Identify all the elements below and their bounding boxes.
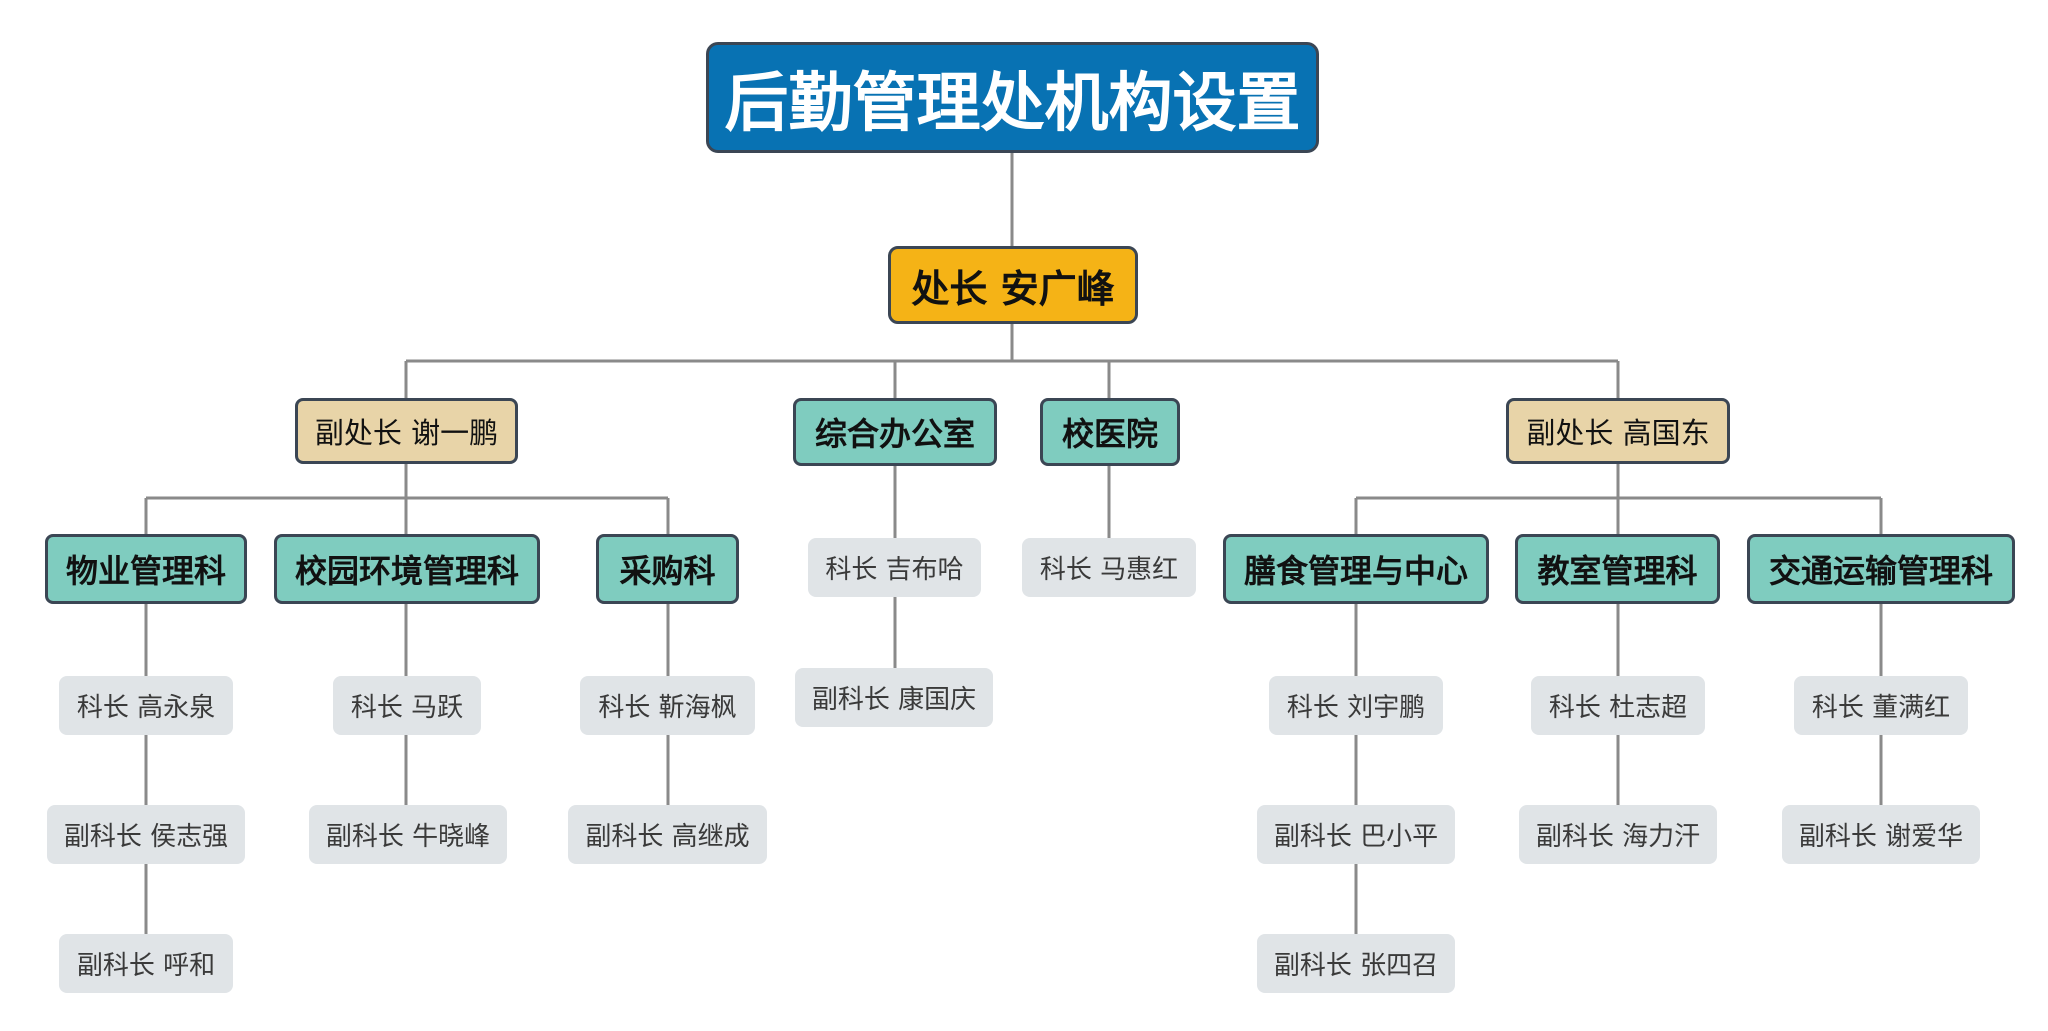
staff-property-0: 科长 高永泉 bbox=[59, 676, 233, 735]
dept-purchasing-node: 采购科 bbox=[596, 534, 739, 604]
director-node: 处长 安广峰 bbox=[888, 246, 1138, 324]
deputy-left-node: 副处长 谢一鹏 bbox=[295, 398, 518, 464]
dept-catering-node: 膳食管理与中心 bbox=[1223, 534, 1489, 604]
staff-hospital-0: 科长 马惠红 bbox=[1022, 538, 1196, 597]
staff-campus-env-0: 科长 马跃 bbox=[333, 676, 481, 735]
staff-property-2: 副科长 呼和 bbox=[59, 934, 233, 993]
office-general-node: 综合办公室 bbox=[793, 398, 997, 466]
staff-purchasing-0: 科长 靳海枫 bbox=[580, 676, 755, 735]
staff-transport-1: 副科长 谢爱华 bbox=[1782, 805, 1980, 864]
staff-campus-env-1: 副科长 牛晓峰 bbox=[309, 805, 507, 864]
dept-classroom-node: 教室管理科 bbox=[1515, 534, 1720, 604]
staff-classroom-1: 副科长 海力汗 bbox=[1519, 805, 1717, 864]
staff-transport-0: 科长 董满红 bbox=[1794, 676, 1968, 735]
staff-classroom-0: 科长 杜志超 bbox=[1531, 676, 1705, 735]
office-hospital-node: 校医院 bbox=[1040, 398, 1180, 466]
staff-catering-1: 副科长 巴小平 bbox=[1257, 805, 1455, 864]
staff-property-1: 副科长 侯志强 bbox=[47, 805, 245, 864]
dept-property-node: 物业管理科 bbox=[45, 534, 247, 604]
chart-title: 后勤管理处机构设置 bbox=[706, 42, 1319, 153]
staff-general-0: 科长 吉布哈 bbox=[808, 538, 981, 597]
dept-transport-node: 交通运输管理科 bbox=[1747, 534, 2015, 604]
deputy-right-node: 副处长 高国东 bbox=[1506, 398, 1730, 464]
staff-catering-0: 科长 刘宇鹏 bbox=[1269, 676, 1443, 735]
dept-campus-env-node: 校园环境管理科 bbox=[274, 534, 540, 604]
staff-general-1: 副科长 康国庆 bbox=[795, 668, 993, 727]
staff-catering-2: 副科长 张四召 bbox=[1257, 934, 1455, 993]
staff-purchasing-1: 副科长 高继成 bbox=[568, 805, 767, 864]
